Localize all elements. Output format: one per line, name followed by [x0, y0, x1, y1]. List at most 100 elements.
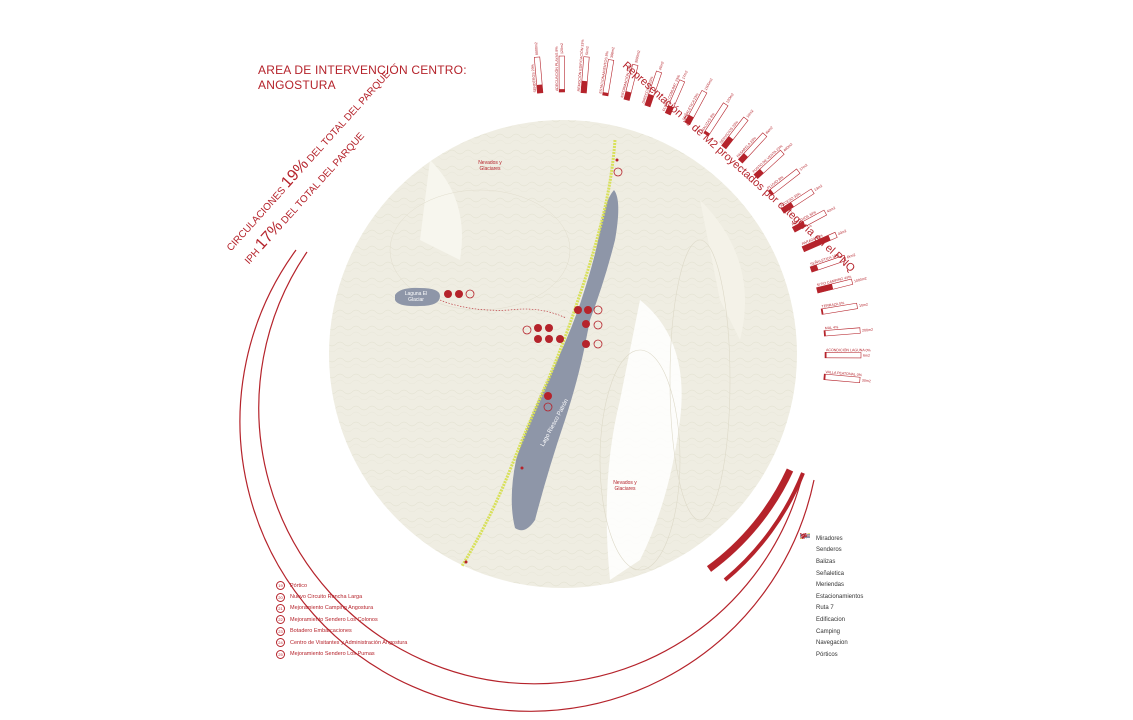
- laguna-label: Laguna El Glaciar: [404, 291, 428, 303]
- bar-area-label: 40m2: [826, 206, 836, 214]
- camping-icon: [455, 290, 463, 298]
- legend-project-number: 24: [276, 638, 285, 648]
- ruta-icon: [800, 533, 810, 611]
- bar-19: MAL 4% 200m2: [823, 325, 873, 337]
- bar-fill: [821, 308, 824, 315]
- bar-area-label: 17m2: [799, 163, 809, 172]
- bar-category-label: ESTACIONAMIENTOS 8%: [599, 50, 610, 94]
- camping-icon: [545, 324, 553, 332]
- bar-area-label: 6m2: [863, 354, 870, 358]
- edificacion-icon: [574, 306, 582, 314]
- legend-project-number: 22: [276, 615, 285, 625]
- legend-project-label: Botadero Embarcaciones: [290, 628, 352, 635]
- camping-icon: [556, 335, 564, 343]
- marker-19[interactable]: [613, 167, 623, 177]
- title-line-2: ANGOSTURA: [258, 78, 336, 92]
- senaletica-icon: [464, 560, 468, 564]
- legend-project-number: 25: [276, 649, 285, 659]
- bar-category-label: SENDEROS 23%: [531, 63, 538, 92]
- merienda-icon: [800, 533, 810, 588]
- bar-fill: [738, 153, 749, 164]
- bar-fill: [665, 105, 674, 115]
- bar-area-label: 6km2: [846, 253, 856, 260]
- bar-21: VALLA PEATONAL 0%30m2: [823, 370, 871, 383]
- page-title: AREA DE INTERVENCIÓN CENTRO: ANGOSTURA: [258, 63, 467, 93]
- bar-category-label: TERRAZA 0%: [821, 301, 845, 309]
- outer-rings: [239, 249, 815, 712]
- camping-icon: [534, 335, 542, 343]
- marker-25[interactable]: [465, 289, 475, 299]
- camping-icon: [545, 335, 553, 343]
- bar-fill: [684, 114, 694, 125]
- marker-24[interactable]: [522, 325, 532, 335]
- marker-23[interactable]: [593, 339, 603, 349]
- bar-area-label: 3000m2: [634, 50, 641, 64]
- camping-icon: [534, 324, 542, 332]
- laguna-el-glaciar: [395, 287, 440, 307]
- legend-project-number: 21: [276, 603, 285, 613]
- bar-category-label: MAL 4%: [825, 325, 840, 330]
- bar-fill: [580, 80, 588, 94]
- title-line-1: AREA DE INTERVENCIÓN CENTRO:: [258, 63, 467, 77]
- legend-symbol-label: Edificacion: [816, 616, 846, 623]
- senaletica-icon: [800, 534, 810, 577]
- camping-icon: [444, 290, 452, 298]
- edificacion-icon: [800, 534, 810, 623]
- bar-fill: [780, 202, 794, 214]
- edificacion-icon: [582, 340, 590, 348]
- legend-senaletica: Señaletica: [800, 534, 863, 580]
- marker-22[interactable]: [593, 320, 603, 330]
- bar-area-label: 200m2: [862, 328, 873, 333]
- marker-20[interactable]: [543, 402, 553, 412]
- bar-area-label: 1000m2: [854, 276, 868, 283]
- legend-estacionamiento: Estacionamientos: [800, 533, 863, 603]
- bar-category-label: ADECUACIÓN PLAYAS 8%: [554, 46, 559, 91]
- legend-project-22: 22 Mejoramiento Sendero Los Colonos: [276, 614, 407, 625]
- bar-area-label: 8000m2: [534, 42, 539, 55]
- legend-project-label: Mejoramiento Sendero Los Pumas: [290, 651, 375, 658]
- legend-project-25: 25 Mejoramiento Sendero Los Pumas: [276, 648, 407, 659]
- legend-project-label: Mejoramiento Sendero Los Colonos: [290, 616, 378, 623]
- legend-project-label: Pórtico: [290, 582, 308, 589]
- legend-navegacion: Navegacion: [800, 534, 863, 649]
- legend-project-number: 19: [276, 581, 285, 591]
- bar-17: SITIO CAMPING 44%1000m2: [816, 275, 868, 294]
- bar-category-label: REMOCIÓN EDIFICACIÓN 33%: [576, 38, 585, 91]
- sendero-trail: [439, 299, 567, 319]
- legend-project-label: Centro de Visitantes y Administración An…: [290, 639, 408, 646]
- bar-area-label: 10m2: [746, 109, 755, 119]
- bar-fill: [559, 89, 565, 93]
- legend-portico: Pórticos: [800, 533, 863, 661]
- bar-16: SEÑALETICA 19%6km2: [809, 252, 856, 273]
- bar-fill: [823, 330, 826, 337]
- bar-fill: [602, 92, 609, 96]
- legend-project-number: 20: [276, 592, 285, 602]
- legend-symbol-label: Senderos: [816, 547, 842, 554]
- legend-project-24: 24 Centro de Visitantes y Administración …: [276, 637, 407, 648]
- bar-category-label: VALLA PEATONAL 0%: [825, 370, 863, 377]
- lago-riesco-patron: [511, 190, 619, 531]
- legend-symbol-label: Camping: [816, 628, 841, 635]
- baliza-icon: [800, 533, 810, 565]
- legend-project-label: Mejoramiento Camping Angostura: [290, 605, 374, 612]
- bar-area-label: 398m2: [610, 47, 616, 59]
- bar-fill: [816, 283, 834, 294]
- legend-project-19: 19 Pórtico: [276, 580, 407, 591]
- bar-fill: [792, 221, 806, 233]
- bar-area-label: 5km2: [585, 46, 590, 55]
- bar-category-label: ACONDICIÓN LAGUNA 0%: [826, 347, 872, 352]
- marker-21[interactable]: [593, 305, 603, 315]
- bar-3: ESTACIONAMIENTOS 8%398m2: [599, 47, 616, 97]
- bar-fill: [721, 136, 734, 149]
- bar-fill: [810, 264, 819, 273]
- camping-icon: [544, 392, 552, 400]
- bar-0: SENDEROS 23% 8000m2: [531, 42, 544, 94]
- bar-fill: [753, 168, 764, 179]
- bar-area-label: 120m2: [725, 93, 734, 104]
- portico-icon: [800, 533, 810, 658]
- bar-area-label: 30m2: [862, 378, 871, 383]
